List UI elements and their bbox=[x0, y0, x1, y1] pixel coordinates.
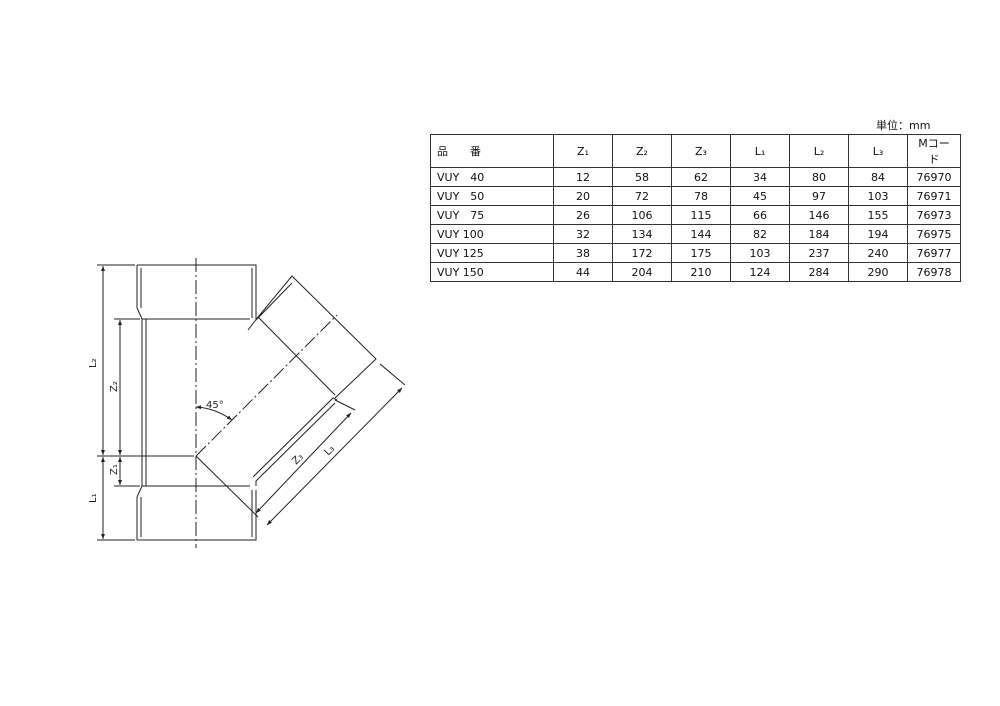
cell-value: 32 bbox=[553, 224, 613, 244]
cell-value: 194 bbox=[848, 224, 908, 244]
cell-value: 115 bbox=[671, 205, 731, 225]
cell-value: 76975 bbox=[907, 224, 961, 244]
unit-label: 単位：mm bbox=[876, 119, 931, 132]
header-l3: L₃ bbox=[848, 134, 908, 168]
cell-product: VUY 125 bbox=[430, 243, 554, 263]
cell-value: 62 bbox=[671, 167, 731, 187]
table-header-row: 品 番 Z₁ Z₂ Z₃ L₁ L₂ L₃ Mコード bbox=[430, 134, 961, 168]
cell-value: 284 bbox=[789, 262, 849, 282]
header-mcode: Mコード bbox=[907, 134, 961, 168]
cell-value: 76977 bbox=[907, 243, 961, 263]
cell-value: 80 bbox=[789, 167, 849, 187]
cell-value: 12 bbox=[553, 167, 613, 187]
cell-product: VUY 100 bbox=[430, 224, 554, 244]
cell-value: 237 bbox=[789, 243, 849, 263]
cell-value: 155 bbox=[848, 205, 908, 225]
cell-value: 76973 bbox=[907, 205, 961, 225]
cell-value: 97 bbox=[789, 186, 849, 206]
cell-value: 76970 bbox=[907, 167, 961, 187]
cell-value: 20 bbox=[553, 186, 613, 206]
header-l2: L₂ bbox=[789, 134, 849, 168]
cell-value: 124 bbox=[730, 262, 790, 282]
cell-value: 76971 bbox=[907, 186, 961, 206]
cell-product: VUY 75 bbox=[430, 205, 554, 225]
cell-product: VUY 50 bbox=[430, 186, 554, 206]
dimension-lines bbox=[97, 264, 406, 541]
cell-product: VUY 150 bbox=[430, 262, 554, 282]
cell-value: 144 bbox=[671, 224, 731, 244]
angle-label: 45° bbox=[206, 400, 224, 411]
dim-l1: L₁ bbox=[88, 493, 99, 503]
cell-value: 210 bbox=[671, 262, 731, 282]
cell-value: 106 bbox=[612, 205, 672, 225]
cell-value: 45 bbox=[730, 186, 790, 206]
cell-value: 44 bbox=[553, 262, 613, 282]
cell-value: 84 bbox=[848, 167, 908, 187]
cell-value: 76978 bbox=[907, 262, 961, 282]
cell-value: 66 bbox=[730, 205, 790, 225]
header-z1: Z₁ bbox=[553, 134, 613, 168]
cell-product: VUY 40 bbox=[430, 167, 554, 187]
header-l1: L₁ bbox=[730, 134, 790, 168]
cell-value: 58 bbox=[612, 167, 672, 187]
cell-value: 184 bbox=[789, 224, 849, 244]
cell-value: 290 bbox=[848, 262, 908, 282]
header-product: 品 番 bbox=[430, 134, 554, 168]
cell-value: 26 bbox=[553, 205, 613, 225]
cell-value: 82 bbox=[730, 224, 790, 244]
cell-value: 240 bbox=[848, 243, 908, 263]
cell-value: 172 bbox=[612, 243, 672, 263]
dim-z2: Z₂ bbox=[109, 381, 120, 392]
cell-value: 204 bbox=[612, 262, 672, 282]
cell-value: 146 bbox=[789, 205, 849, 225]
dim-z1: Z₁ bbox=[109, 464, 120, 475]
cell-value: 72 bbox=[612, 186, 672, 206]
cell-value: 103 bbox=[730, 243, 790, 263]
dim-z3: Z₃ bbox=[290, 452, 305, 467]
cell-value: 34 bbox=[730, 167, 790, 187]
cell-value: 134 bbox=[612, 224, 672, 244]
cell-value: 175 bbox=[671, 243, 731, 263]
header-z3: Z₃ bbox=[671, 134, 731, 168]
cell-value: 78 bbox=[671, 186, 731, 206]
cell-value: 38 bbox=[553, 243, 613, 263]
center-lines bbox=[180, 258, 338, 548]
cell-value: 103 bbox=[848, 186, 908, 206]
header-z2: Z₂ bbox=[612, 134, 672, 168]
dim-l2: L₂ bbox=[88, 358, 99, 368]
